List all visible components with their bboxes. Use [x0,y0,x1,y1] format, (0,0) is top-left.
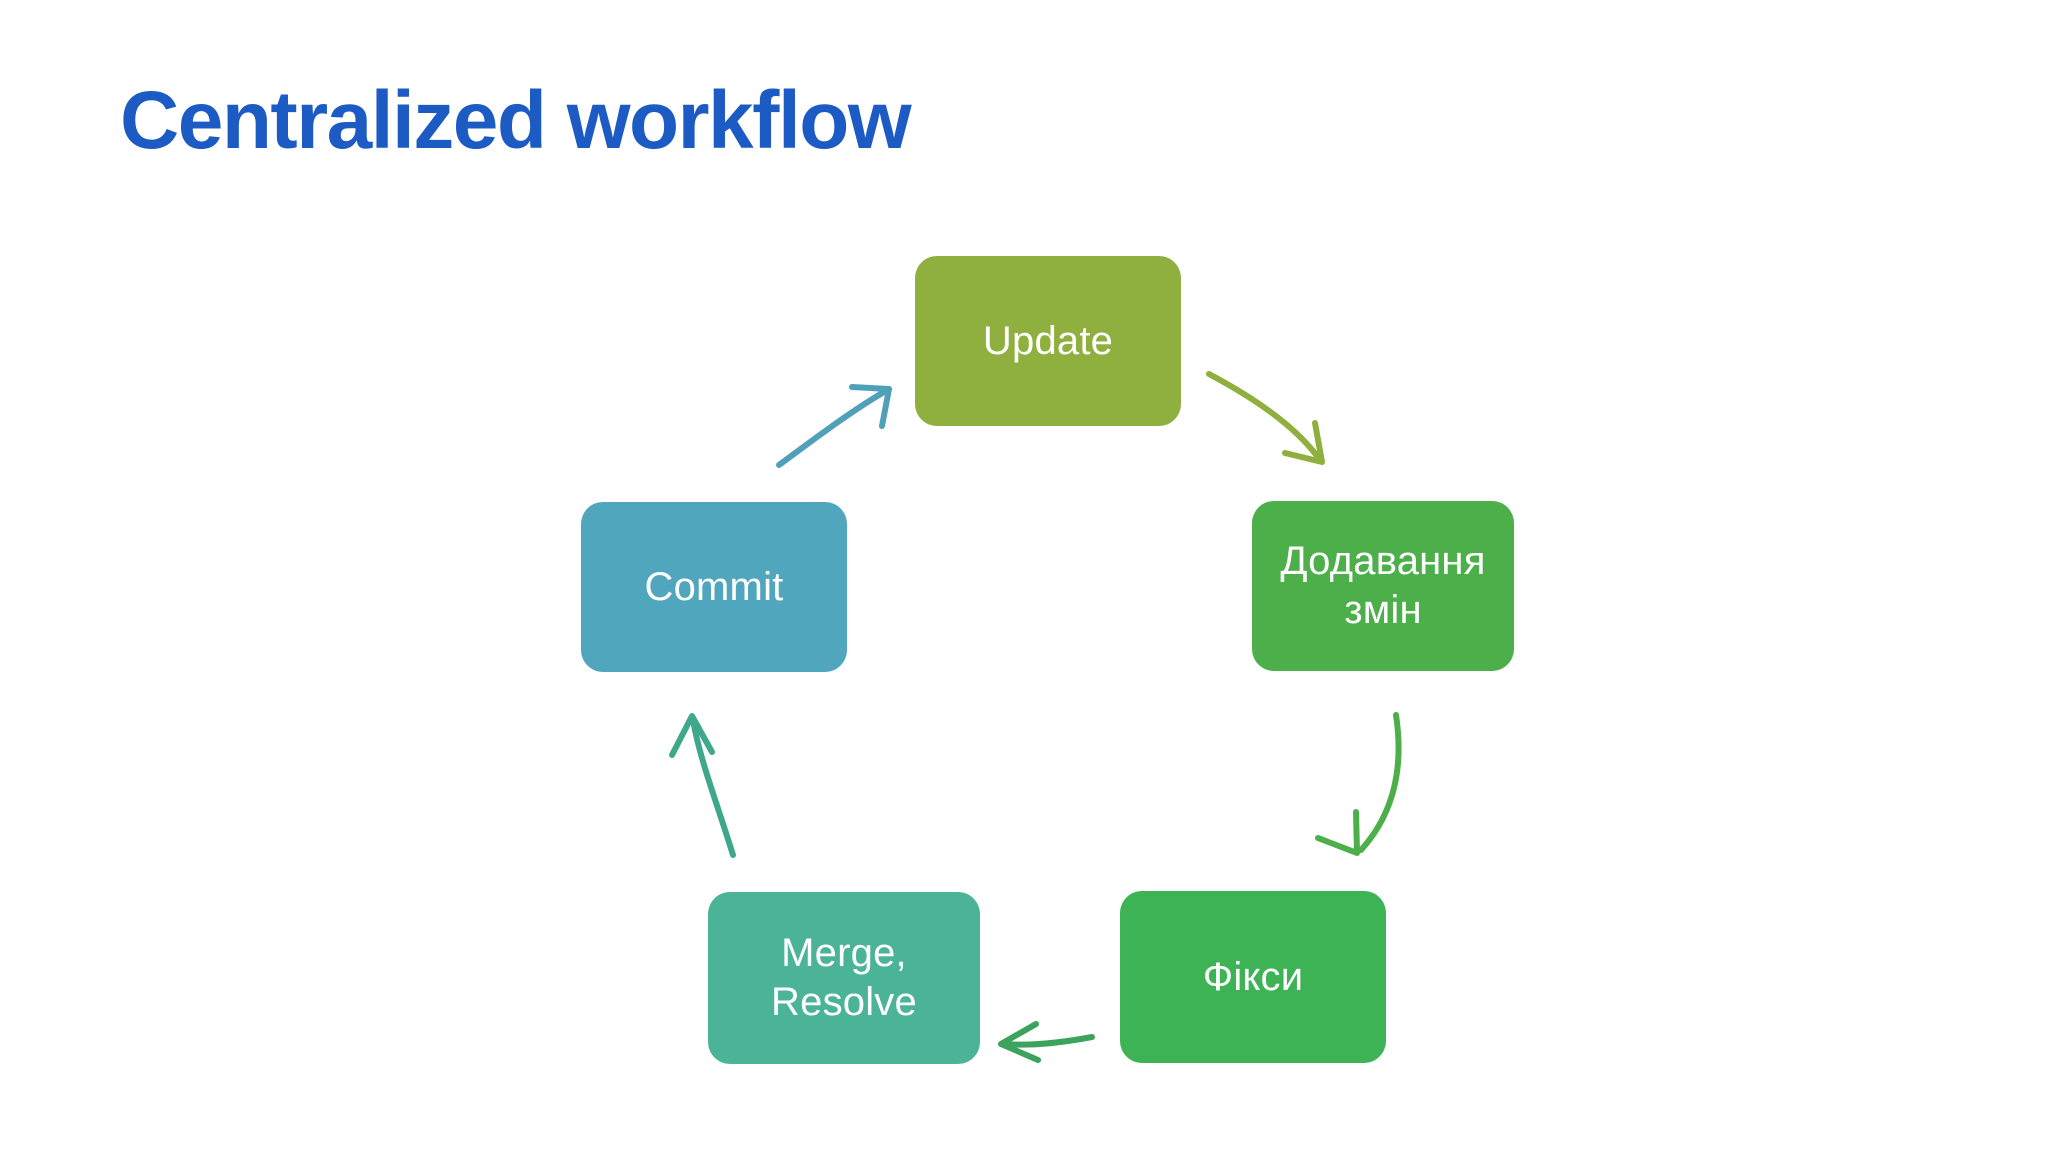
node-update-label: Update [982,318,1114,363]
arrow-merge-resolve-to-commit [669,713,736,858]
node-commit-label: Commit [644,564,784,609]
arrow-commit-to-update [776,384,892,468]
node-update[interactable]: Update [915,256,1181,426]
arrow-update-to-add-changes [1206,371,1325,465]
node-add-changes-label: Додавання змін [1280,537,1485,635]
node-commit[interactable]: Commit [581,502,847,672]
page-title: Centralized workflow [120,75,912,166]
arrow-fixes-to-merge-resolve [998,1021,1095,1063]
arrow-add-changes-to-fixes [1315,712,1402,856]
node-add-changes-line1: Додавання [1280,539,1486,584]
node-fixes-label: Фікси [1202,954,1304,999]
node-merge-resolve[interactable]: Merge, Resolve [708,892,980,1064]
node-merge-resolve-line2: Resolve [771,980,917,1024]
node-fixes[interactable]: Фікси [1120,891,1386,1063]
node-add-changes-line2: змін [1344,588,1422,632]
node-add-changes[interactable]: Додавання змін [1252,501,1514,671]
node-merge-resolve-line1: Merge, [781,931,907,976]
node-merge-resolve-label: Merge, Resolve [771,929,917,1027]
